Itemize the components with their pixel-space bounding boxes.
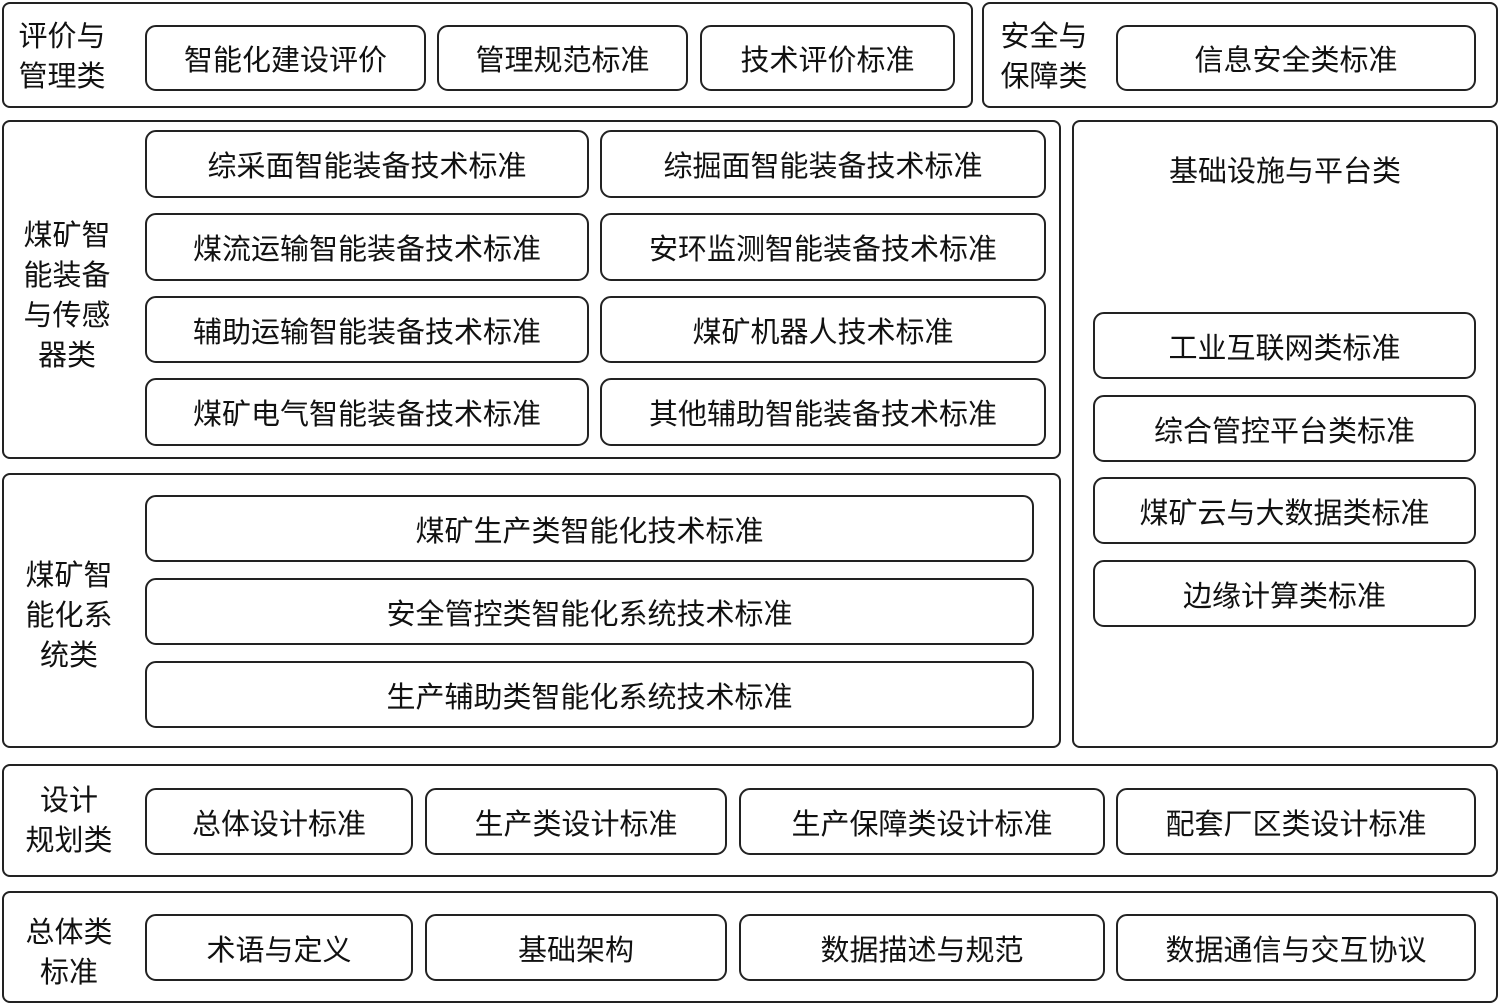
general-label: 总体类 标准: [25, 915, 113, 989]
systems-label: 煤矿智 能化系 统类: [25, 558, 113, 672]
equipment-item: 煤矿电气智能装备技术标准: [145, 378, 589, 446]
design-item: 配套厂区类设计标准: [1116, 788, 1476, 855]
equipment-item: 综掘面智能装备技术标准: [600, 130, 1046, 198]
security-label: 安全与 保障类: [1000, 19, 1088, 93]
general-item: 数据通信与交互协议: [1116, 914, 1476, 981]
general-item: 数据描述与规范: [739, 914, 1105, 981]
equipment-item: 煤流运输智能装备技术标准: [145, 213, 589, 281]
evaluation-item: 管理规范标准: [437, 25, 688, 91]
systems-item: 安全管控类智能化系统技术标准: [145, 578, 1034, 645]
general-item: 基础架构: [425, 914, 727, 981]
security-group: [982, 2, 1498, 108]
infrastructure-group: [1072, 120, 1498, 748]
design-group: [2, 764, 1498, 877]
equipment-label: 煤矿智 能装备 与传感 器类: [23, 218, 111, 372]
infrastructure-title: 基础设施与平台类: [1168, 154, 1401, 188]
infrastructure-item: 煤矿云与大数据类标准: [1093, 477, 1476, 544]
design-label: 设计 规划类: [25, 783, 113, 857]
evaluation-group: [2, 2, 973, 108]
design-item: 生产类设计标准: [425, 788, 727, 855]
security-item: 信息安全类标准: [1116, 25, 1476, 91]
general-group: [2, 891, 1498, 1003]
equipment-item: 辅助运输智能装备技术标准: [145, 296, 589, 363]
equipment-item: 安环监测智能装备技术标准: [600, 213, 1046, 281]
infrastructure-item: 边缘计算类标准: [1093, 560, 1476, 627]
equipment-item: 煤矿机器人技术标准: [600, 296, 1046, 363]
evaluation-item: 智能化建设评价: [145, 25, 426, 91]
systems-item: 煤矿生产类智能化技术标准: [145, 495, 1034, 562]
infrastructure-item: 综合管控平台类标准: [1093, 395, 1476, 462]
general-item: 术语与定义: [145, 914, 413, 981]
systems-group: [2, 473, 1061, 748]
equipment-group: [2, 120, 1061, 459]
design-item: 生产保障类设计标准: [739, 788, 1105, 855]
equipment-item: 综采面智能装备技术标准: [145, 130, 589, 198]
infrastructure-item: 工业互联网类标准: [1093, 312, 1476, 379]
systems-item: 生产辅助类智能化系统技术标准: [145, 661, 1034, 728]
equipment-item: 其他辅助智能装备技术标准: [600, 378, 1046, 446]
design-item: 总体设计标准: [145, 788, 413, 855]
evaluation-item: 技术评价标准: [700, 25, 955, 91]
evaluation-label: 评价与 管理类: [18, 19, 106, 93]
